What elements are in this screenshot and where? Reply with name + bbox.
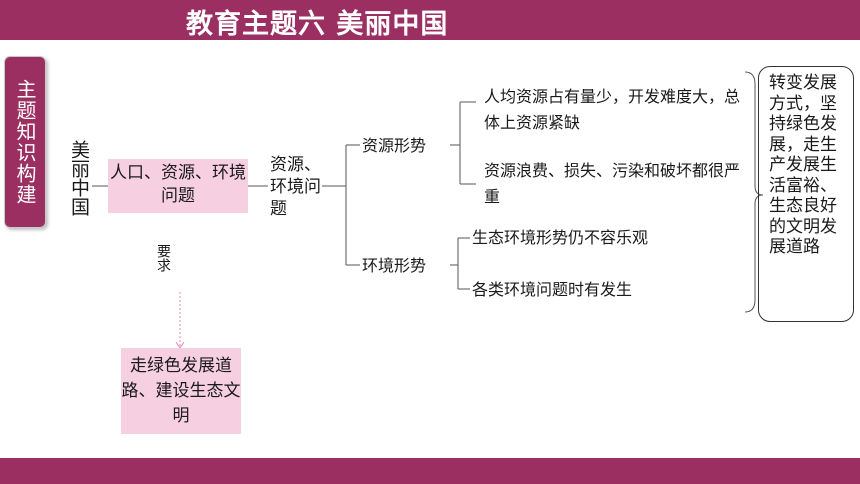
header-bar: 教育主题六 美丽中国 [0, 0, 860, 40]
resource-item-2: 资源浪费、损失、污染和破坏都很严重 [484, 161, 741, 206]
environment-label: 环境形势 [362, 256, 427, 275]
footer-bar [0, 458, 860, 484]
issue-label: 资源、环境问题 [270, 155, 321, 219]
goal-box: 走绿色发展道路、建设生态文明 [121, 348, 241, 434]
topic-box: 人口、资源、环境问题 [108, 159, 248, 213]
resource-item-1: 人均资源占有量少，开发难度大，总体上资源紧缺 [484, 87, 741, 132]
root-label: 美丽中国 [68, 140, 90, 216]
environment-item-2: 各类环境问题时有发生 [472, 280, 633, 299]
brace-right [744, 71, 764, 313]
resource-label: 资源形势 [362, 136, 427, 155]
page-title: 教育主题六 美丽中国 [186, 9, 449, 40]
side-tab: 主题知识构建 [4, 56, 46, 228]
requirement-label: 要求 [155, 244, 171, 272]
environment-item-1: 生态环境形势仍不容乐观 [472, 228, 649, 247]
conclusion-box: 转变发展方式，坚持绿色发展，走生产发展生活富裕、生态良好的文明发展道路 [758, 66, 854, 322]
